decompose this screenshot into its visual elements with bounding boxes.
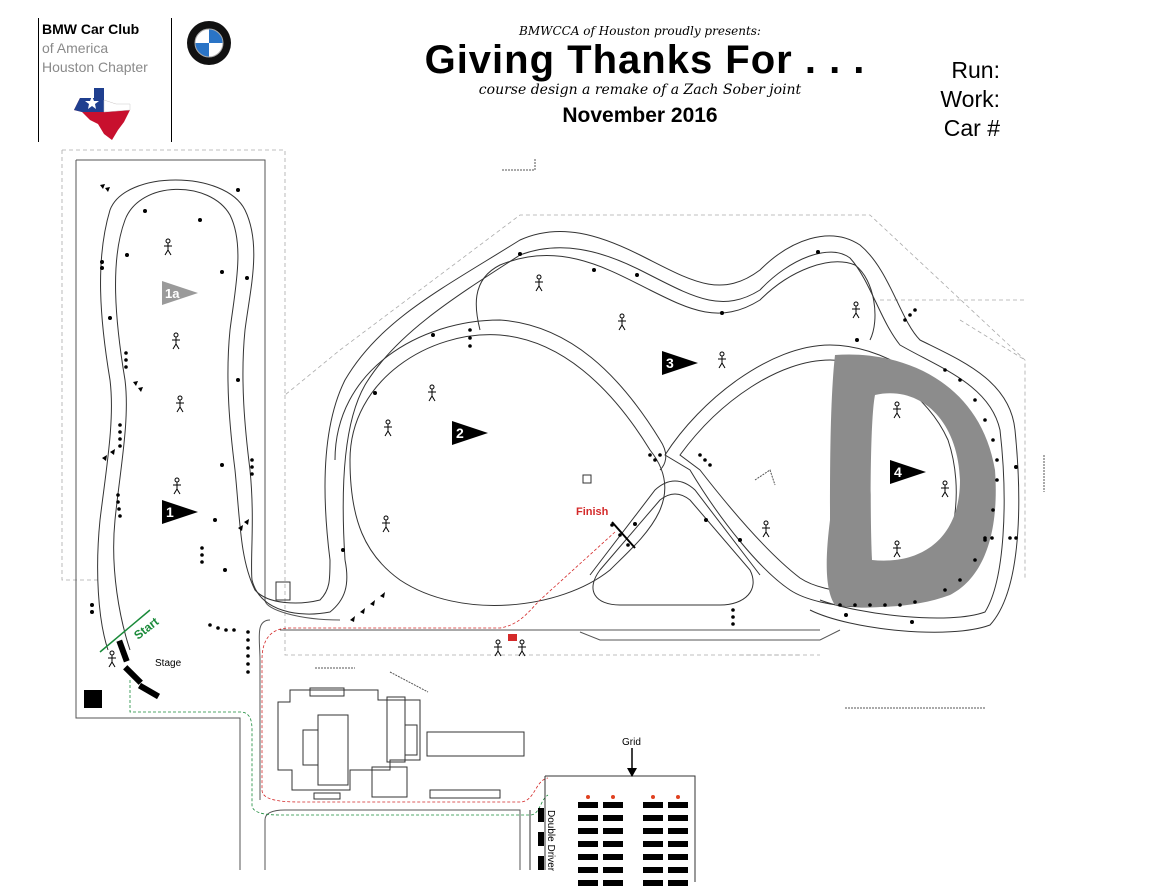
- club-line-2: of America: [42, 40, 109, 56]
- event-subtitle: course design a remake of a Zach Sober j…: [478, 82, 802, 98]
- flag-icon-4: 4: [890, 460, 926, 484]
- event-title: Giving Thanks For . . .: [424, 38, 866, 82]
- worker-icon: [892, 401, 902, 419]
- cone-groups: [116, 308, 1018, 674]
- lot-edge: [75, 159, 841, 870]
- control-tower: [582, 474, 592, 484]
- worker-icon: [172, 477, 182, 495]
- car-label: Car #: [943, 115, 1000, 141]
- worker-icon: [171, 332, 181, 350]
- buildings: [275, 474, 592, 800]
- worker-icon: [761, 520, 771, 538]
- start-line: Start: [99, 609, 161, 653]
- course-main: [324, 230, 1020, 633]
- flag-icon-1: 1: [162, 500, 198, 524]
- pointer-cones: [100, 184, 385, 622]
- grid-label: Grid: [622, 737, 641, 748]
- header-divider-right: [171, 18, 172, 142]
- start-label: Start: [131, 614, 161, 642]
- club-line-1: BMW Car Club: [42, 21, 140, 37]
- course-left-loop: [97, 179, 348, 651]
- finish-label: Finish: [576, 506, 609, 518]
- station-label-3: 3: [666, 355, 674, 371]
- flag-icon-3: 3: [662, 351, 698, 375]
- worker-icon: [383, 419, 393, 437]
- worker-icon: [851, 301, 861, 319]
- grid-cars: [538, 802, 688, 886]
- finish-line: Finish: [508, 506, 636, 641]
- finish-path: [261, 531, 616, 803]
- timing-booth: [275, 581, 291, 601]
- presents-text: BMWCCA of Houston proudly presents:: [519, 24, 761, 38]
- club-name: BMW Car Club of America Houston Chapter: [42, 20, 148, 77]
- work-label: Work:: [940, 86, 1000, 112]
- station-label-1: 1: [166, 504, 174, 520]
- lot-boundaries: [61, 149, 1026, 656]
- double-driver-label: Double Driver: [545, 810, 556, 872]
- bowtie-markers: [90, 188, 1018, 624]
- stage-area: Stage: [84, 639, 182, 708]
- bmw-logo-icon: [187, 21, 231, 65]
- texas-flag-icon: [74, 88, 131, 140]
- worker-icon: [175, 395, 185, 413]
- flag-icon-2: 2: [452, 421, 488, 445]
- station-label-4: 4: [894, 464, 902, 480]
- misc-chains: [315, 158, 1045, 709]
- run-label: Run:: [951, 57, 1000, 83]
- worker-icon: [107, 650, 117, 668]
- flag-icon-1a: 1a: [162, 281, 198, 305]
- pad-4: [826, 354, 996, 608]
- station-label-2: 2: [456, 425, 464, 441]
- worker-icon: [381, 515, 391, 533]
- worker-icon: [717, 351, 727, 369]
- stage-box: [84, 690, 102, 708]
- header-divider-left: [38, 18, 39, 142]
- stage-label: Stage: [155, 658, 182, 669]
- worker-icon: [940, 480, 950, 498]
- worker-icon: [493, 639, 503, 657]
- station-label-1a: 1a: [165, 286, 180, 301]
- club-line-3: Houston Chapter: [42, 59, 148, 75]
- run-work-car-box: Run: Work: Car #: [900, 56, 1000, 143]
- start-path: [129, 680, 549, 816]
- station-flags: 1 1a 2 3 4: [162, 281, 926, 524]
- grid-lot: Grid Double Driver: [529, 737, 696, 886]
- event-date: November 2016: [562, 104, 718, 127]
- grid-markers: [586, 795, 680, 799]
- worker-icon: [517, 639, 527, 657]
- worker-icon: [163, 238, 173, 256]
- worker-icon: [892, 540, 902, 558]
- worker-icon: [617, 313, 627, 331]
- worker-icon: [534, 274, 544, 292]
- finish-box: [508, 634, 517, 641]
- worker-icon: [427, 384, 437, 402]
